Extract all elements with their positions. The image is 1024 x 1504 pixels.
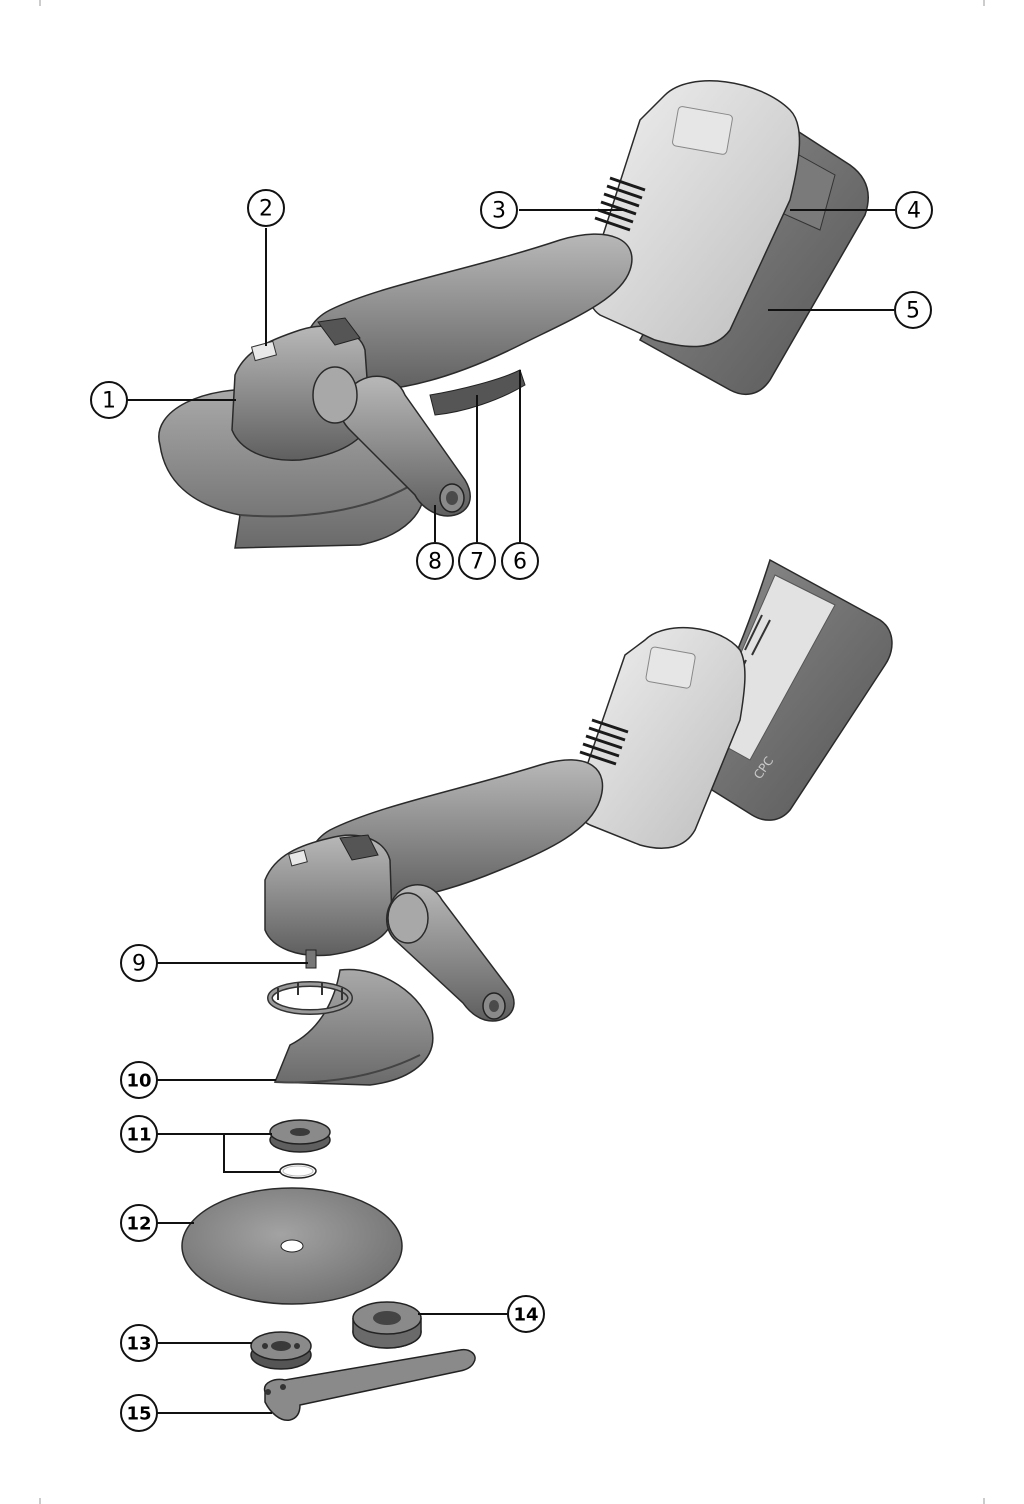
callout-11: 11 — [120, 1115, 158, 1153]
svg-text:6: 6 — [513, 550, 527, 575]
callout-3: 3 — [480, 191, 518, 229]
svg-text:12: 12 — [126, 1214, 151, 1235]
svg-text:7: 7 — [470, 550, 484, 575]
cutting-disc — [181, 1187, 403, 1305]
callout-9: 9 — [120, 944, 158, 982]
callout-2: 2 — [247, 189, 285, 227]
callout-10: 10 — [120, 1061, 158, 1099]
clamping-nut — [250, 1331, 312, 1370]
spindle — [305, 949, 317, 969]
air-vents-top — [594, 176, 646, 232]
callout-15: 15 — [120, 1394, 158, 1432]
svg-text:14: 14 — [513, 1305, 538, 1326]
crop-marks — [39, 0, 985, 1504]
side-handle-top — [339, 375, 471, 517]
leader-lines — [127, 209, 895, 1414]
svg-text:2: 2 — [259, 197, 273, 222]
svg-text:11: 11 — [126, 1125, 151, 1146]
svg-text:5: 5 — [906, 299, 920, 324]
angle-grinder-battery-detached: CPC — [264, 558, 893, 1022]
svg-text:10: 10 — [126, 1071, 151, 1092]
callout-14: 14 — [507, 1295, 545, 1333]
svg-text:15: 15 — [126, 1404, 151, 1425]
callout-1: 1 — [90, 381, 128, 419]
callout-5: 5 — [894, 291, 932, 329]
svg-text:4: 4 — [907, 199, 921, 224]
spanner-wrench — [263, 1348, 476, 1421]
callout-13: 13 — [120, 1324, 158, 1362]
backing-flange — [269, 1119, 331, 1153]
callout-4: 4 — [895, 191, 933, 229]
svg-text:13: 13 — [126, 1334, 151, 1355]
svg-text:8: 8 — [428, 550, 442, 575]
quick-release-nut — [352, 1301, 422, 1349]
callout-8: 8 — [416, 542, 454, 580]
callout-6: 6 — [501, 542, 539, 580]
paddle-switch-top — [429, 369, 526, 416]
svg-text:3: 3 — [492, 199, 506, 224]
air-vents-bottom — [579, 718, 629, 766]
callout-7: 7 — [458, 542, 496, 580]
gear-head-bottom — [264, 834, 393, 957]
svg-text:1: 1 — [102, 389, 116, 414]
callout-12: 12 — [120, 1204, 158, 1242]
svg-text:9: 9 — [132, 952, 146, 977]
disc-guard-exploded — [267, 968, 434, 1086]
